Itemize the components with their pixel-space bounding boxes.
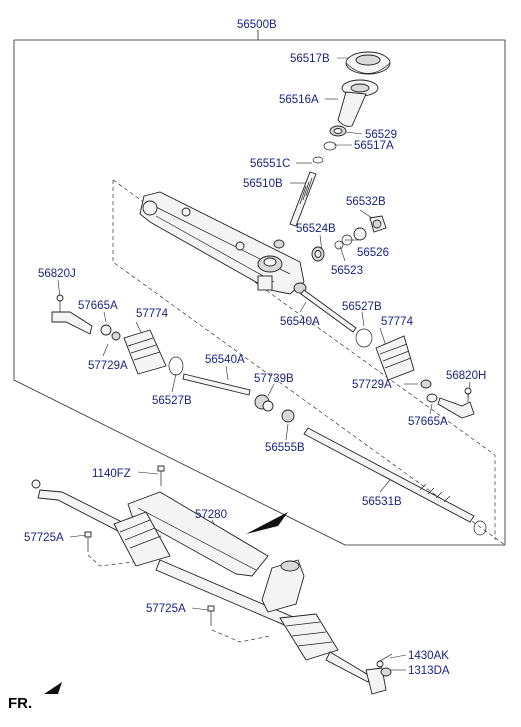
label-57729a-left: 57729A [88, 360, 128, 372]
cotter-pin-1430ak [377, 653, 393, 663]
pinion-shaft-56510b [273, 171, 317, 249]
label-56523: 56523 [331, 265, 363, 277]
tie-rod-end-56820h [437, 387, 475, 419]
bolt-1140fz [157, 465, 165, 486]
dust-cover-56517b [345, 51, 391, 75]
arrow-indicator [246, 512, 288, 534]
clamp-57729a-right [420, 379, 432, 389]
label-57665a-right: 57665A [408, 416, 448, 428]
ring-56551c [312, 156, 324, 164]
label-56551c: 56551C [250, 158, 290, 170]
assembled-gear [31, 479, 387, 695]
label-56527b-right: 56527B [342, 301, 382, 313]
label-56531b: 56531B [362, 496, 402, 508]
bushing-56555b [281, 409, 295, 423]
label-57725a-lower: 57725A [146, 603, 186, 615]
pinion-cover-56516a [337, 79, 379, 127]
label-56516a: 56516A [279, 94, 319, 106]
label-1140fz: 1140FZ [92, 468, 131, 480]
label-57280: 57280 [195, 509, 227, 521]
front-arrow-icon [44, 682, 62, 694]
label-56527b-left: 56527B [152, 395, 192, 407]
label-56510b: 56510B [243, 178, 283, 190]
label-56532b: 56532B [346, 196, 386, 208]
label-57729a-right: 57729A [352, 379, 392, 391]
gear-housing [139, 191, 305, 295]
clamp-57729a-left [111, 331, 121, 341]
bolt-57725a-lower [207, 605, 215, 626]
oring-56517a [323, 141, 337, 151]
lock-nut-57665a-right [426, 393, 438, 403]
plug-56532b [369, 215, 387, 233]
label-57665a-left: 57665A [78, 300, 118, 312]
label-57725a-upper: 57725A [24, 532, 64, 544]
label-56500b: 56500B [237, 19, 277, 31]
label-56820h: 56820H [446, 370, 486, 382]
lock-nut-57665a-left [100, 324, 112, 336]
seal-56527b-left [168, 356, 184, 376]
front-direction-label: FR. [8, 695, 32, 712]
label-57774-left: 57774 [136, 308, 169, 320]
seal-56527b-right [355, 328, 373, 348]
yoke-56526 [353, 227, 367, 241]
label-56820j: 56820J [38, 268, 76, 280]
bearing-56524b [311, 246, 325, 262]
part-labels: 56500B 56517B 56516A 56529 56517A 56551C… [8, 19, 486, 712]
label-1430ak: 1430AK [408, 650, 449, 662]
label-56555b: 56555B [265, 442, 305, 454]
label-56540a-lower: 56540A [205, 354, 245, 366]
label-56526: 56526 [357, 247, 389, 259]
label-56524b: 56524B [296, 223, 336, 235]
inner-tie-rod-56540a-upper [293, 282, 357, 333]
bellows-57774-left [123, 329, 167, 375]
label-56540a-upper: 56540A [280, 316, 320, 328]
washer-57739b [262, 400, 274, 412]
label-57774-right: 57774 [381, 316, 414, 328]
label-56517a: 56517A [354, 140, 394, 152]
heat-shield-57280 [127, 491, 269, 577]
bellows-57774-right [375, 335, 415, 381]
nut-1313da [380, 667, 392, 677]
label-56529: 56529 [365, 129, 397, 141]
rack-56531b [303, 427, 487, 536]
label-1313da: 1313DA [408, 665, 450, 677]
label-57739b: 57739B [254, 373, 294, 385]
seal-56529 [329, 125, 347, 137]
label-56517b: 56517B [290, 53, 330, 65]
spring-56523 [334, 234, 353, 250]
bolt-57725a-upper [84, 531, 92, 552]
tie-rod-end-56820j [51, 294, 93, 335]
